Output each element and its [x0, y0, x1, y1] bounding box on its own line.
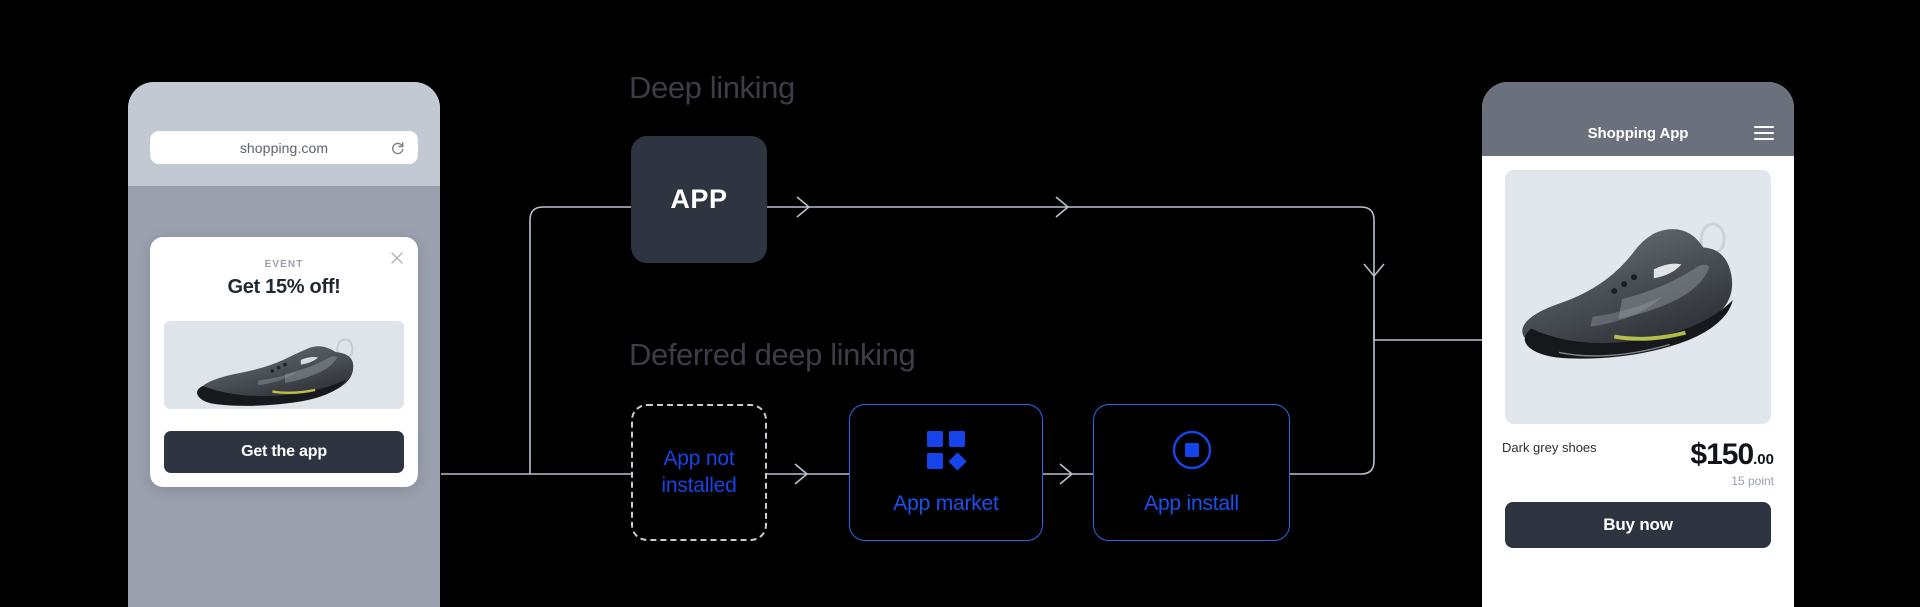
- address-bar-url: shopping.com: [239, 139, 329, 156]
- get-the-app-button[interactable]: Get the app: [164, 431, 404, 473]
- arrow-market-to-install: [1059, 463, 1074, 485]
- buy-now-button[interactable]: Buy now: [1505, 502, 1771, 548]
- reload-icon[interactable]: [390, 140, 405, 155]
- browser-phone: shopping.com EVENT Get 15% off!: [128, 82, 440, 607]
- points-label: 15 point: [1731, 474, 1774, 488]
- price-main: $150: [1690, 438, 1754, 471]
- promo-popup-card: EVENT Get 15% off!: [150, 237, 418, 487]
- arrow-not-installed-to-market: [794, 463, 809, 485]
- node-app-not-installed-line2: installed: [661, 473, 737, 497]
- promo-eyebrow: EVENT: [264, 259, 304, 270]
- app-title: Shopping App: [1587, 125, 1689, 142]
- price-block: $150.00 15 point: [1690, 438, 1774, 488]
- circle-square-install-icon: [1171, 429, 1213, 476]
- sneaker-illustration: [1522, 222, 1733, 359]
- product-meta: Dark grey shoes $150.00 15 point: [1502, 438, 1774, 496]
- node-app-not-installed[interactable]: App not installed: [631, 404, 767, 541]
- price-cents: .00: [1753, 451, 1774, 468]
- hamburger-icon[interactable]: [1754, 126, 1774, 140]
- arrow-app-right-1: [796, 196, 811, 218]
- node-app-install-label: App install: [1144, 492, 1239, 515]
- product-image: [1505, 170, 1771, 424]
- browser-chrome: shopping.com: [128, 82, 440, 186]
- address-bar[interactable]: shopping.com: [150, 131, 418, 164]
- heading-deep-linking: Deep linking: [629, 70, 795, 105]
- app-box-label: APP: [670, 184, 728, 214]
- connector-install-to-right-trunk: [1290, 320, 1375, 475]
- arrow-app-right-2: [1055, 196, 1070, 218]
- grid-squares-diamond-icon: [925, 429, 967, 476]
- app-box[interactable]: APP: [631, 136, 767, 263]
- promo-title: Get 15% off!: [227, 276, 341, 298]
- heading-deferred-deep-linking: Deferred deep linking: [629, 337, 916, 372]
- shopping-app-phone: Shopping App: [1482, 82, 1794, 607]
- sneaker-illustration: [197, 338, 354, 406]
- node-app-market-label: App market: [893, 492, 999, 515]
- app-header: Shopping App: [1482, 82, 1794, 156]
- node-app-install[interactable]: App install: [1093, 404, 1290, 541]
- connector-trunk-up-to-app: [529, 206, 631, 474]
- arrow-merge-down: [1363, 263, 1385, 278]
- node-app-not-installed-line1: App not: [663, 446, 735, 470]
- promo-product-image: [164, 321, 404, 409]
- close-icon[interactable]: [388, 249, 406, 267]
- product-name: Dark grey shoes: [1502, 440, 1597, 455]
- node-app-market[interactable]: App market: [849, 404, 1043, 541]
- connector-app-to-right-trunk: [767, 206, 1375, 287]
